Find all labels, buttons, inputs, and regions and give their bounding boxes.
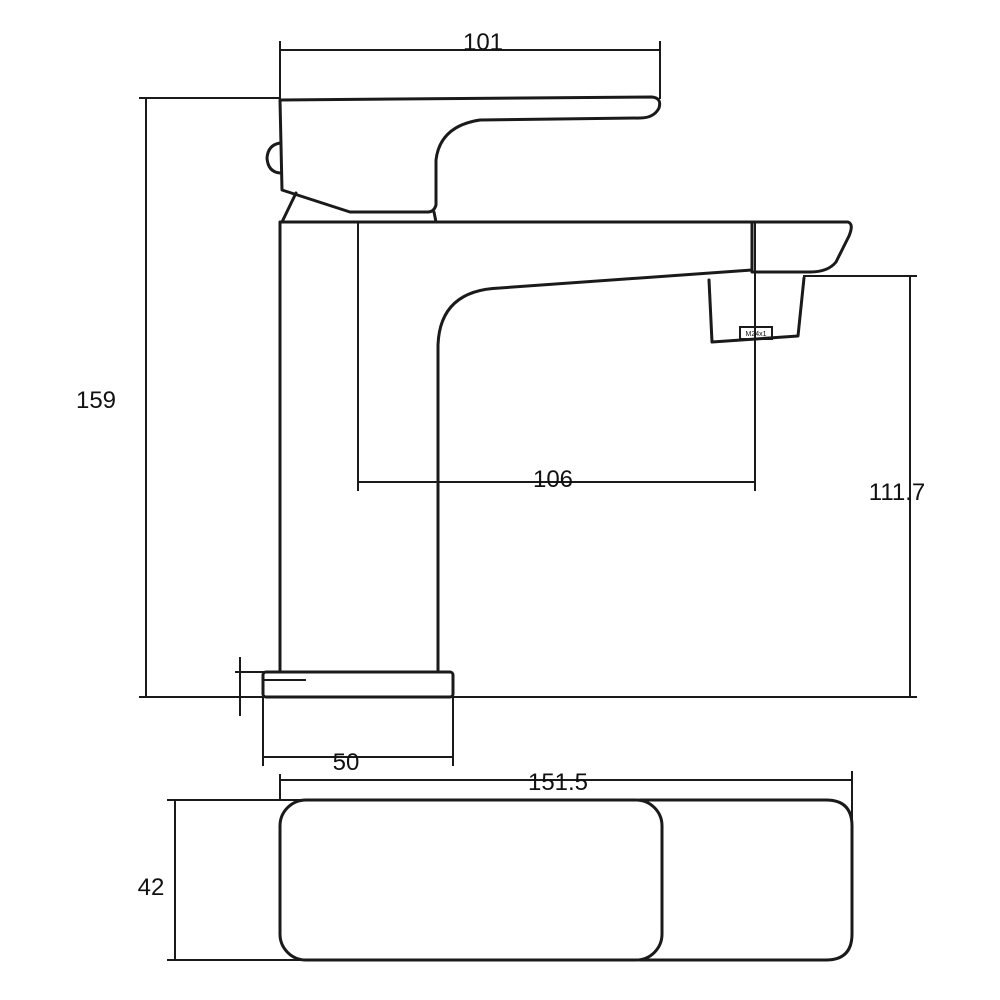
handle-knob: [265, 141, 282, 175]
dim-106-label: 106: [533, 466, 573, 493]
dim-42-label: 42: [138, 874, 165, 901]
dimensions-side: 101 159 106 111.7 50: [76, 29, 925, 776]
dim-151-5-label: 151.5: [528, 769, 588, 796]
aerator-marking: M24x1: [745, 331, 766, 338]
base-plate: [261, 670, 455, 699]
top-view-spout: [638, 798, 854, 962]
dim-50-label: 50: [333, 749, 360, 776]
faucet-body: [278, 220, 754, 674]
dim-101-label: 101: [463, 29, 503, 56]
dim-111-7-label: 111.7: [869, 479, 926, 506]
lever-handle: [278, 95, 662, 214]
dim-159-label: 159: [76, 387, 116, 414]
top-view-base: [278, 798, 664, 962]
spout-tip: [750, 220, 853, 274]
side-elevation-view: M24x1: [261, 95, 853, 699]
top-view: 151.5 42: [138, 769, 854, 962]
